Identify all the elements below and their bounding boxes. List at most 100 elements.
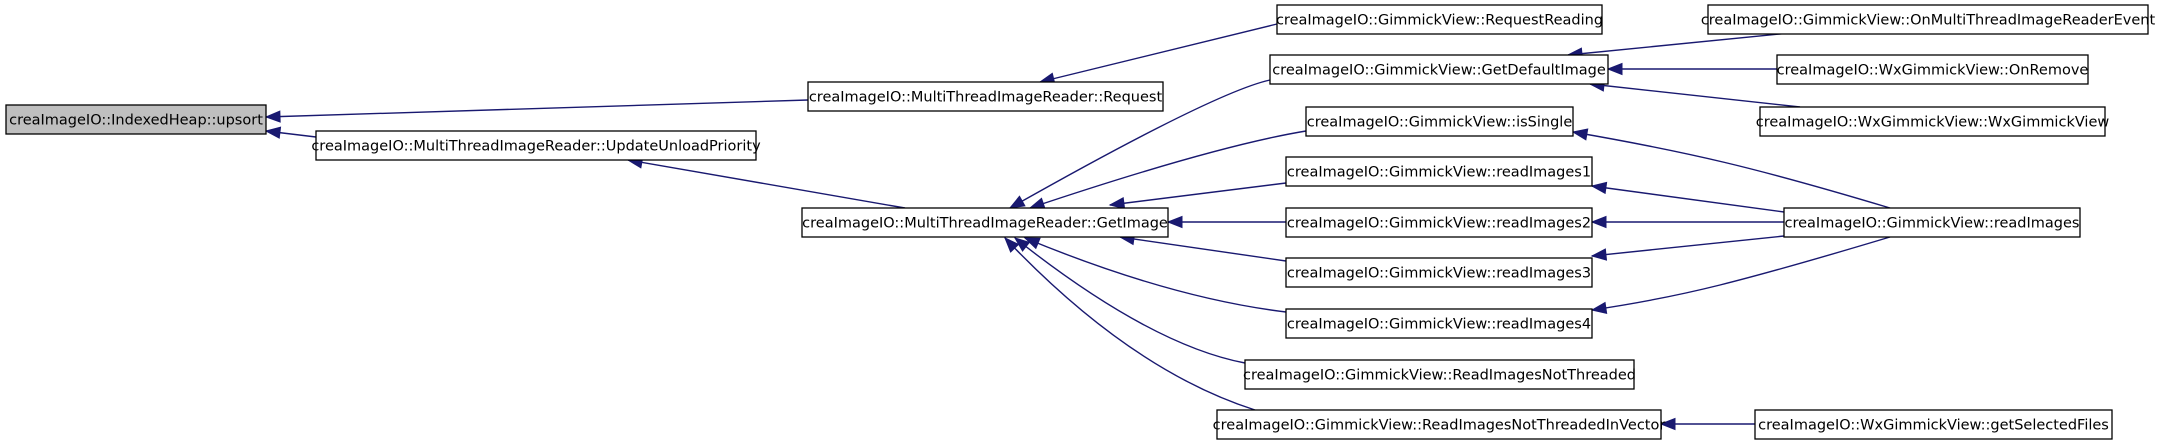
node-label: creaImageIO::WxGimmickView::getSelectedF… (1758, 418, 2109, 434)
edge-line (1109, 182, 1287, 206)
node-label: creaImageIO::GimmickView::isSingle (1307, 115, 1573, 131)
node-box[interactable] (1269, 54, 1609, 85)
edge-line (1119, 236, 1287, 262)
edge-line (1591, 235, 1785, 257)
node-label: creaImageIO::GimmickView::readImages4 (1287, 317, 1591, 333)
edge-readimages-to-readimages1 (1590, 181, 1785, 213)
node-readimages[interactable]: creaImageIO::GimmickView::readImages (1783, 207, 2081, 238)
edge-line (627, 159, 906, 209)
node-getimage[interactable]: creaImageIO::MultiThreadImageReader::Get… (801, 207, 1169, 238)
node-updateunload[interactable]: creaImageIO::MultiThreadImageReader::Upd… (311, 130, 761, 161)
node-label: creaImageIO::MultiThreadImageReader::Upd… (311, 139, 761, 155)
node-label: creaImageIO::GimmickView::ReadImagesNotT… (1213, 418, 1666, 434)
node-box[interactable] (801, 207, 1169, 238)
node-requestreading[interactable]: creaImageIO::GimmickView::RequestReading (1276, 4, 1603, 35)
node-readnotthreaded[interactable]: creaImageIO::GimmickView::ReadImagesNotT… (1243, 359, 1636, 390)
arrow-head-icon (1028, 197, 1046, 210)
node-readnotthreadedvec[interactable]: creaImageIO::GimmickView::ReadImagesNotT… (1213, 409, 1666, 440)
node-label: creaImageIO::IndexedHeap::upsort (9, 113, 263, 129)
arrow-head-icon (1590, 181, 1608, 195)
node-box[interactable] (1759, 106, 2106, 137)
node-box[interactable] (1285, 156, 1593, 187)
node-readimages3[interactable]: creaImageIO::GimmickView::readImages3 (1285, 257, 1593, 288)
node-box[interactable] (1305, 106, 1574, 137)
node-readimages1[interactable]: creaImageIO::GimmickView::readImages1 (1285, 156, 1593, 187)
edge-line (1589, 83, 1801, 108)
node-box[interactable] (5, 104, 267, 135)
node-box[interactable] (1276, 4, 1603, 35)
edge-line (265, 99, 809, 118)
edge-onremove-to-getdefaultimage (1606, 62, 1777, 76)
node-upsort[interactable]: creaImageIO::IndexedHeap::upsort (5, 104, 267, 135)
node-box[interactable] (1754, 409, 2113, 440)
node-label: creaImageIO::GimmickView::readImages (1785, 216, 2080, 232)
edge-readimages-to-issingle (1571, 128, 1891, 209)
edge-getdefaultimage-to-getimage (1008, 79, 1271, 209)
node-box[interactable] (1285, 257, 1593, 288)
node-box[interactable] (1285, 308, 1593, 339)
arrow-head-icon (1590, 301, 1608, 315)
edge-readimages-to-readimages2 (1590, 215, 1784, 229)
edge-line (1004, 237, 1256, 411)
edge-requestreading-to-request (1038, 23, 1278, 85)
node-label: creaImageIO::WxGimmickView::OnRemove (1777, 63, 2089, 79)
nodes-layer: creaImageIO::IndexedHeap::upsortcreaImag… (5, 4, 2156, 440)
edge-readimages4-to-getimage (1023, 237, 1287, 313)
node-wxgimmickview[interactable]: creaImageIO::WxGimmickView::WxGimmickVie… (1756, 106, 2110, 137)
node-label: creaImageIO::GimmickView::OnMultiThreadI… (1701, 13, 2156, 29)
node-box[interactable] (1244, 359, 1635, 390)
arrow-head-icon (1606, 62, 1623, 76)
node-label: creaImageIO::GimmickView::readImages3 (1287, 266, 1591, 282)
arrow-head-icon (1008, 195, 1026, 209)
edge-line (1591, 236, 1891, 311)
node-label: creaImageIO::GimmickView::readImages1 (1287, 165, 1591, 181)
arrow-head-icon (1590, 248, 1608, 261)
arrow-head-icon (264, 110, 281, 123)
edge-request-to-upsort (264, 99, 809, 123)
edge-line (1029, 130, 1307, 209)
node-box[interactable] (1776, 54, 2089, 85)
arrow-head-icon (1590, 215, 1607, 229)
node-getselectedfiles[interactable]: creaImageIO::WxGimmickView::getSelectedF… (1754, 409, 2113, 440)
edge-getselectedfiles-to-readnotthreadedvec (1659, 417, 1755, 431)
node-onremove[interactable]: creaImageIO::WxGimmickView::OnRemove (1776, 54, 2089, 85)
node-box[interactable] (1285, 207, 1593, 238)
node-label: creaImageIO::GimmickView::RequestReading (1276, 13, 1603, 29)
edge-readimages2-to-getimage (1166, 215, 1286, 229)
arrow-head-icon (1023, 237, 1041, 250)
node-label: creaImageIO::GimmickView::ReadImagesNotT… (1243, 368, 1636, 384)
arrow-head-icon (1571, 128, 1589, 141)
arrow-head-icon (1004, 237, 1020, 253)
node-box[interactable] (1707, 4, 2149, 35)
edge-readimages-to-readimages3 (1590, 235, 1785, 261)
edge-readimages3-to-getimage (1118, 232, 1287, 262)
node-readimages2[interactable]: creaImageIO::GimmickView::readImages2 (1285, 207, 1593, 238)
edge-line (1591, 185, 1785, 213)
edge-readnotthreadedvec-to-getimage (1004, 237, 1256, 411)
node-box[interactable] (1216, 409, 1662, 440)
edge-line (1024, 237, 1287, 313)
node-label: creaImageIO::MultiThreadImageReader::Get… (802, 216, 1168, 232)
node-label: creaImageIO::MultiThreadImageReader::Req… (809, 90, 1163, 106)
node-issingle[interactable]: creaImageIO::GimmickView::isSingle (1305, 106, 1574, 137)
arrow-head-icon (1166, 215, 1183, 229)
arrow-head-icon (1108, 197, 1126, 210)
node-label: creaImageIO::GimmickView::GetDefaultImag… (1272, 63, 1606, 79)
node-getdefaultimage[interactable]: creaImageIO::GimmickView::GetDefaultImag… (1269, 54, 1609, 85)
edge-readimages-to-readimages4 (1590, 236, 1891, 315)
node-box[interactable] (1783, 207, 2081, 238)
node-box[interactable] (807, 81, 1164, 112)
node-box[interactable] (315, 130, 757, 161)
node-label: creaImageIO::WxGimmickView::WxGimmickVie… (1756, 115, 2110, 131)
node-onmultithread[interactable]: creaImageIO::GimmickView::OnMultiThreadI… (1701, 4, 2156, 35)
edge-readnotthreaded-to-getimage (1013, 237, 1246, 364)
edge-line (1039, 23, 1278, 83)
node-label: creaImageIO::GimmickView::readImages2 (1287, 216, 1591, 232)
arrow-head-icon (264, 126, 282, 139)
edge-updateunload-to-upsort (264, 126, 317, 139)
node-readimages4[interactable]: creaImageIO::GimmickView::readImages4 (1285, 308, 1593, 339)
edge-wxgimmickview-to-getdefaultimage (1588, 79, 1801, 108)
arrow-head-icon (1659, 417, 1676, 431)
node-request[interactable]: creaImageIO::MultiThreadImageReader::Req… (807, 81, 1164, 112)
